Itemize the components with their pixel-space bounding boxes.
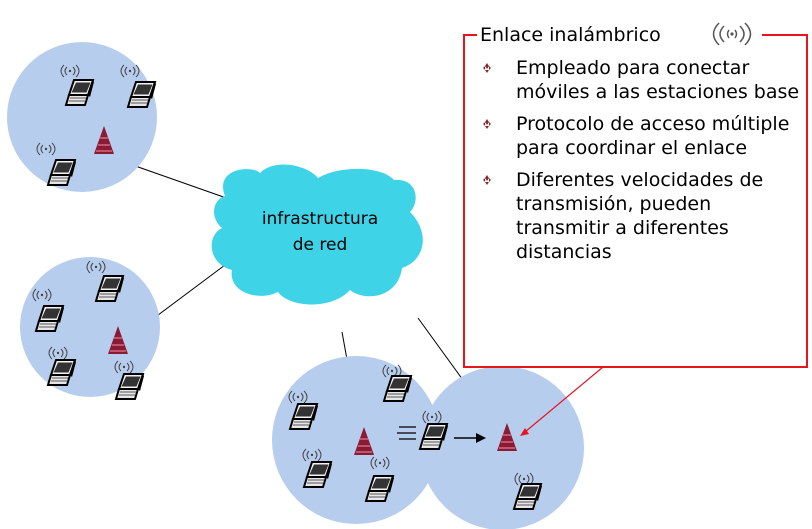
- bullet-item: Diferentes velocidades de transmisión, p…: [480, 168, 806, 264]
- bullet-text: Diferentes velocidades de transmisión, p…: [516, 169, 764, 263]
- callout-title: Enlace inalámbrico: [480, 24, 661, 46]
- callout-border-top-left: [463, 34, 477, 36]
- wireless-cell-1: [7, 42, 157, 192]
- wireless-signal-icon: [712, 22, 752, 46]
- cloud-label: infrastructura de red: [250, 206, 390, 258]
- wireless-cell-3: [272, 356, 440, 524]
- bullet-text: Empleado para conectar móviles a las est…: [516, 57, 800, 103]
- motion-lines: [397, 426, 416, 440]
- network-infrastructure-cloud: [211, 164, 423, 305]
- cloud-label-line1: infrastructura: [261, 209, 379, 229]
- callout-pointer: [520, 366, 604, 436]
- diamond-bullet-icon: [483, 119, 491, 129]
- cloud-label-line2: de red: [292, 235, 348, 255]
- bullet-item: Protocolo de acceso múltiple para coordi…: [480, 112, 806, 160]
- diamond-bullet-icon: [483, 175, 491, 185]
- callout-border-top-right: [762, 34, 808, 36]
- callout-bullet-list: Empleado para conectar móviles a las est…: [480, 56, 806, 272]
- wireless-link-callout: [463, 34, 808, 368]
- movement-arrow: [454, 433, 486, 443]
- diamond-bullet-icon: [483, 63, 491, 73]
- bullet-text: Protocolo de acceso múltiple para coordi…: [516, 113, 790, 159]
- bullet-item: Empleado para conectar móviles a las est…: [480, 56, 806, 104]
